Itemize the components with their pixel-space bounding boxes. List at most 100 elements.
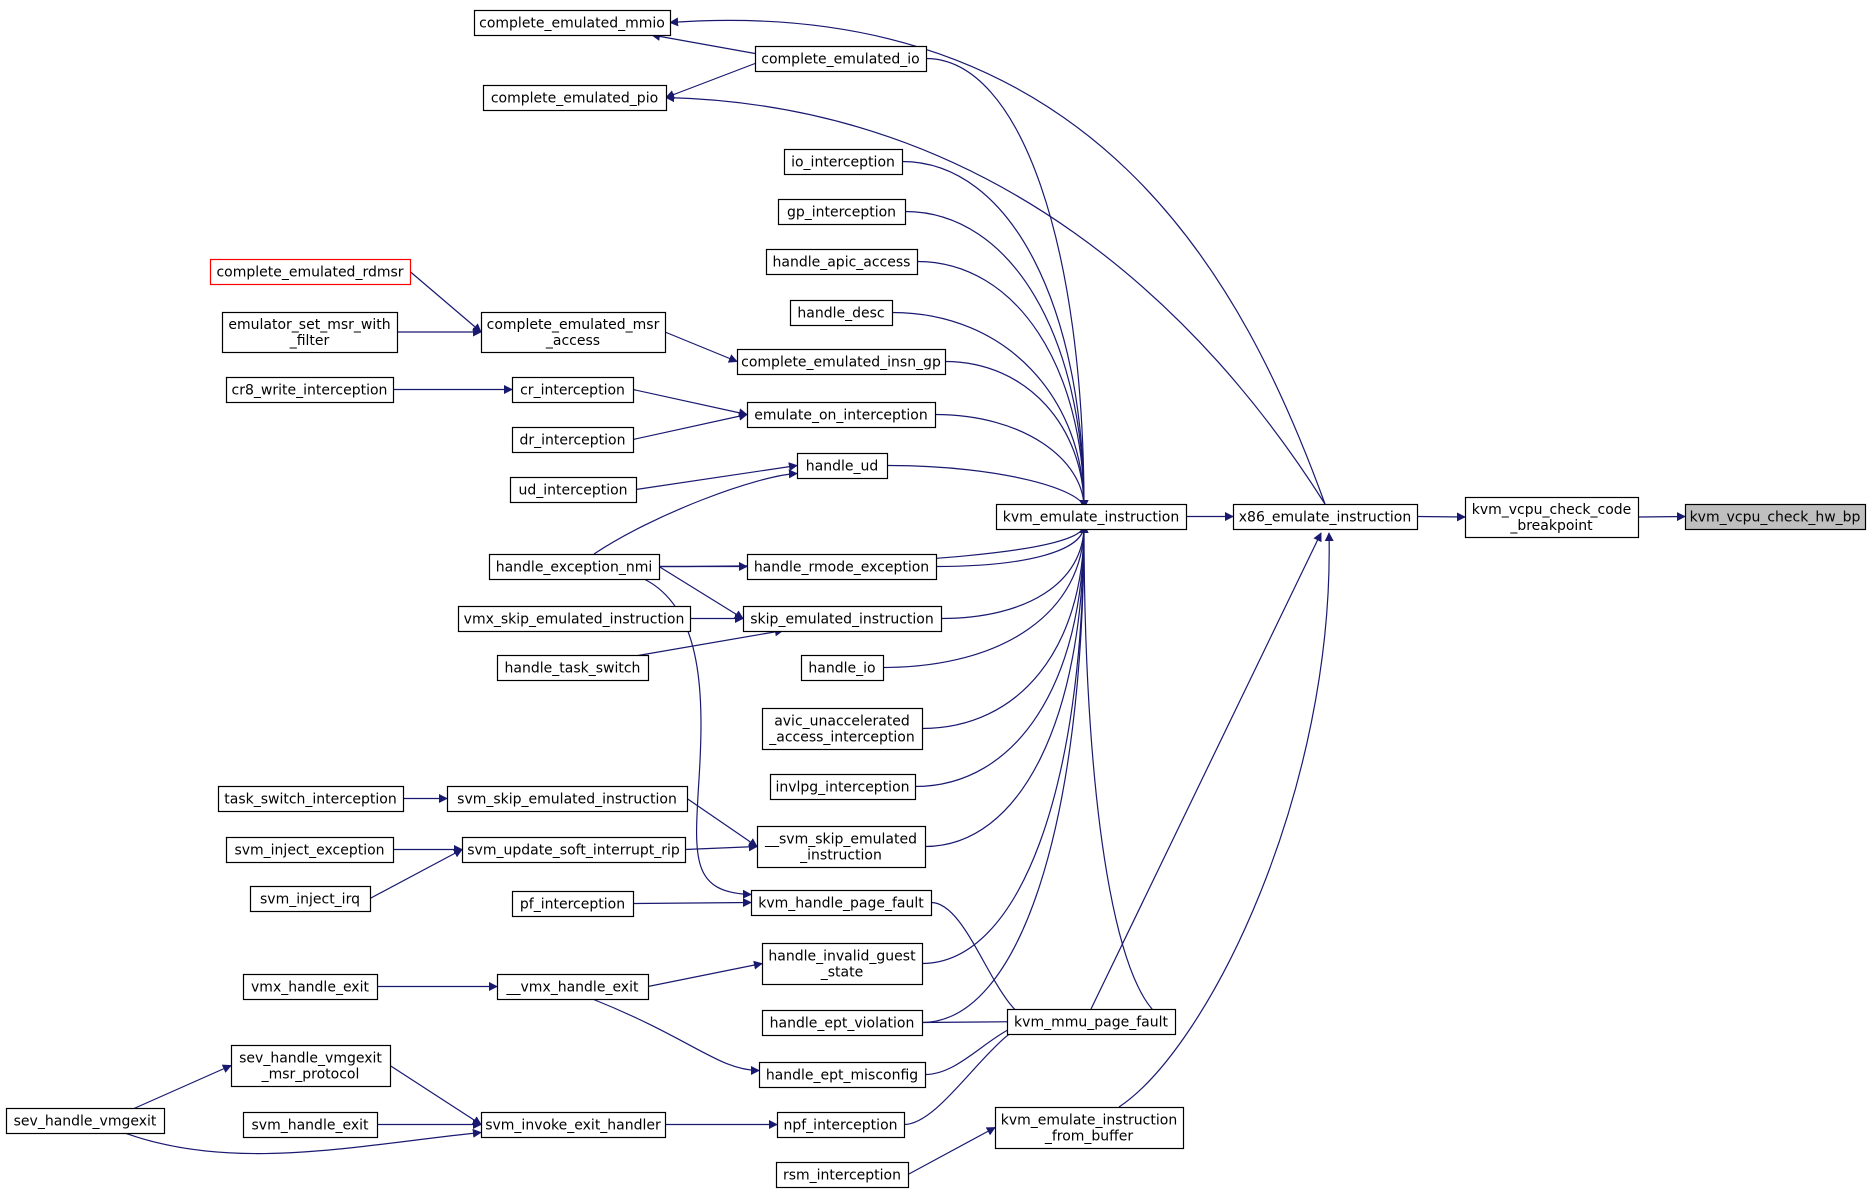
- node-box-__svm_skip_emulated_instruction[interactable]: [756, 825, 927, 869]
- node-box-complete_emulated_insn_gp[interactable]: [736, 348, 947, 376]
- node-box-x86_emulate_instruction[interactable]: [1232, 503, 1419, 531]
- node-svm_update_soft_interrupt_rip[interactable]: svm_update_soft_interrupt_rip: [461, 836, 687, 864]
- node-box-task_switch_interception[interactable]: [217, 785, 405, 813]
- node-complete_emulated_rdmsr[interactable]: complete_emulated_rdmsr: [209, 258, 412, 286]
- node-dr_interception[interactable]: dr_interception: [511, 426, 635, 454]
- node-box-kvm_mmu_page_fault[interactable]: [1006, 1008, 1177, 1036]
- node-box-kvm_handle_page_fault[interactable]: [750, 889, 933, 917]
- node-svm_inject_irq[interactable]: svm_inject_irq: [249, 885, 372, 913]
- node-box-complete_emulated_msr_access[interactable]: [480, 311, 667, 354]
- node-box-kvm_vcpu_check_hw_bp[interactable]: [1684, 503, 1867, 531]
- node-box-svm_skip_emulated_instruction[interactable]: [446, 785, 689, 813]
- node-box-dr_interception[interactable]: [511, 426, 635, 454]
- node-box-pf_interception[interactable]: [511, 890, 635, 918]
- node-box-handle_ept_violation[interactable]: [761, 1009, 924, 1037]
- node-handle_desc[interactable]: handle_desc: [789, 299, 894, 327]
- node-vmx_skip_emulated_instruction[interactable]: vmx_skip_emulated_instruction: [457, 605, 692, 633]
- node-box-handle_exception_nmi[interactable]: [488, 553, 661, 581]
- node-box-ud_interception[interactable]: [509, 476, 638, 504]
- node-box-complete_emulated_pio[interactable]: [482, 84, 668, 112]
- node-gp_interception[interactable]: gp_interception: [777, 198, 907, 226]
- node-avic_unaccelerated_access_interception[interactable]: avic_unaccelerated_access_interception: [761, 707, 924, 751]
- node-kvm_vcpu_check_hw_bp[interactable]: kvm_vcpu_check_hw_bp: [1684, 503, 1867, 531]
- node-task_switch_interception[interactable]: task_switch_interception: [217, 785, 405, 813]
- node-box-handle_desc[interactable]: [789, 299, 894, 327]
- node-box-avic_unaccelerated_access_interception[interactable]: [761, 707, 924, 751]
- node-box-sev_handle_vmgexit_msr_protocol[interactable]: [230, 1044, 392, 1088]
- node-kvm_vcpu_check_code_breakpoint[interactable]: kvm_vcpu_check_code_breakpoint: [1464, 496, 1640, 539]
- node-complete_emulated_msr_access[interactable]: complete_emulated_msr_access: [480, 311, 667, 354]
- node-box-kvm_vcpu_check_code_breakpoint[interactable]: [1464, 496, 1640, 539]
- node-skip_emulated_instruction[interactable]: skip_emulated_instruction: [742, 605, 943, 633]
- node-box-svm_update_soft_interrupt_rip[interactable]: [461, 836, 687, 864]
- node-kvm_emulate_instruction_from_buffer[interactable]: kvm_emulate_instruction_from_buffer: [994, 1106, 1185, 1150]
- node-rsm_interception[interactable]: rsm_interception: [775, 1161, 910, 1189]
- node-handle_apic_access[interactable]: handle_apic_access: [765, 248, 919, 276]
- node-box-kvm_emulate_instruction_from_buffer[interactable]: [994, 1106, 1185, 1150]
- node-box-handle_task_switch[interactable]: [496, 654, 650, 682]
- node-box-handle_invalid_guest_state[interactable]: [761, 942, 924, 986]
- node-kvm_mmu_page_fault[interactable]: kvm_mmu_page_fault: [1006, 1008, 1177, 1036]
- node-box-rsm_interception[interactable]: [775, 1161, 910, 1189]
- node-svm_invoke_exit_handler[interactable]: svm_invoke_exit_handler: [480, 1111, 667, 1139]
- node-__svm_skip_emulated_instruction[interactable]: __svm_skip_emulated_instruction: [756, 825, 927, 869]
- node-io_interception[interactable]: io_interception: [783, 148, 904, 176]
- node-handle_task_switch[interactable]: handle_task_switch: [496, 654, 650, 682]
- node-box-sev_handle_vmgexit[interactable]: [5, 1107, 166, 1135]
- node-box-npf_interception[interactable]: [776, 1111, 906, 1139]
- node-x86_emulate_instruction[interactable]: x86_emulate_instruction: [1232, 503, 1419, 531]
- node-ud_interception[interactable]: ud_interception: [509, 476, 638, 504]
- node-box-cr8_write_interception[interactable]: [225, 376, 395, 404]
- node-handle_ud[interactable]: handle_ud: [796, 452, 889, 480]
- node-box-cr_interception[interactable]: [511, 376, 635, 404]
- node-handle_exception_nmi[interactable]: handle_exception_nmi: [488, 553, 661, 581]
- node-box-skip_emulated_instruction[interactable]: [742, 605, 943, 633]
- node-emulator_set_msr_with_filter[interactable]: emulator_set_msr_with_filter: [221, 311, 399, 354]
- node-__vmx_handle_exit[interactable]: __vmx_handle_exit: [496, 973, 650, 1001]
- node-box-handle_ud[interactable]: [796, 452, 889, 480]
- node-box-handle_io[interactable]: [800, 654, 885, 682]
- node-box-invlpg_interception[interactable]: [769, 773, 917, 801]
- node-box-vmx_skip_emulated_instruction[interactable]: [457, 605, 692, 633]
- node-cr_interception[interactable]: cr_interception: [511, 376, 635, 404]
- node-box-vmx_handle_exit[interactable]: [242, 973, 379, 1001]
- node-box-svm_handle_exit[interactable]: [242, 1111, 379, 1139]
- node-box-svm_invoke_exit_handler[interactable]: [480, 1111, 667, 1139]
- node-box-emulator_set_msr_with_filter[interactable]: [221, 311, 399, 354]
- node-box-kvm_emulate_instruction[interactable]: [995, 503, 1188, 531]
- node-box-handle_apic_access[interactable]: [765, 248, 919, 276]
- node-box-handle_ept_misconfig[interactable]: [758, 1061, 927, 1089]
- node-svm_inject_exception[interactable]: svm_inject_exception: [225, 836, 395, 864]
- node-box-gp_interception[interactable]: [777, 198, 907, 226]
- node-box-svm_inject_exception[interactable]: [225, 836, 395, 864]
- node-handle_io[interactable]: handle_io: [800, 654, 885, 682]
- node-handle_ept_misconfig[interactable]: handle_ept_misconfig: [758, 1061, 927, 1089]
- node-handle_rmode_exception[interactable]: handle_rmode_exception: [746, 553, 938, 581]
- node-svm_skip_emulated_instruction[interactable]: svm_skip_emulated_instruction: [446, 785, 689, 813]
- node-pf_interception[interactable]: pf_interception: [511, 890, 635, 918]
- node-complete_emulated_pio[interactable]: complete_emulated_pio: [482, 84, 668, 112]
- node-complete_emulated_insn_gp[interactable]: complete_emulated_insn_gp: [736, 348, 947, 376]
- node-box-io_interception[interactable]: [783, 148, 904, 176]
- node-box-__vmx_handle_exit[interactable]: [496, 973, 650, 1001]
- node-complete_emulated_mmio[interactable]: complete_emulated_mmio: [473, 9, 672, 37]
- node-sev_handle_vmgexit[interactable]: sev_handle_vmgexit: [5, 1107, 166, 1135]
- node-handle_ept_violation[interactable]: handle_ept_violation: [761, 1009, 924, 1037]
- node-kvm_emulate_instruction[interactable]: kvm_emulate_instruction: [995, 503, 1188, 531]
- node-vmx_handle_exit[interactable]: vmx_handle_exit: [242, 973, 379, 1001]
- node-emulate_on_interception[interactable]: emulate_on_interception: [746, 401, 937, 429]
- node-kvm_handle_page_fault[interactable]: kvm_handle_page_fault: [750, 889, 933, 917]
- node-cr8_write_interception[interactable]: cr8_write_interception: [225, 376, 395, 404]
- node-complete_emulated_io[interactable]: complete_emulated_io: [754, 45, 928, 73]
- node-box-complete_emulated_mmio[interactable]: [473, 9, 672, 37]
- node-box-complete_emulated_io[interactable]: [754, 45, 928, 73]
- node-invlpg_interception[interactable]: invlpg_interception: [769, 773, 917, 801]
- node-box-svm_inject_irq[interactable]: [249, 885, 372, 913]
- node-box-handle_rmode_exception[interactable]: [746, 553, 938, 581]
- node-sev_handle_vmgexit_msr_protocol[interactable]: sev_handle_vmgexit_msr_protocol: [230, 1044, 392, 1088]
- node-npf_interception[interactable]: npf_interception: [776, 1111, 906, 1139]
- node-svm_handle_exit[interactable]: svm_handle_exit: [242, 1111, 379, 1139]
- node-box-emulate_on_interception[interactable]: [746, 401, 937, 429]
- node-box-complete_emulated_rdmsr[interactable]: [209, 258, 412, 286]
- node-handle_invalid_guest_state[interactable]: handle_invalid_guest_state: [761, 942, 924, 986]
